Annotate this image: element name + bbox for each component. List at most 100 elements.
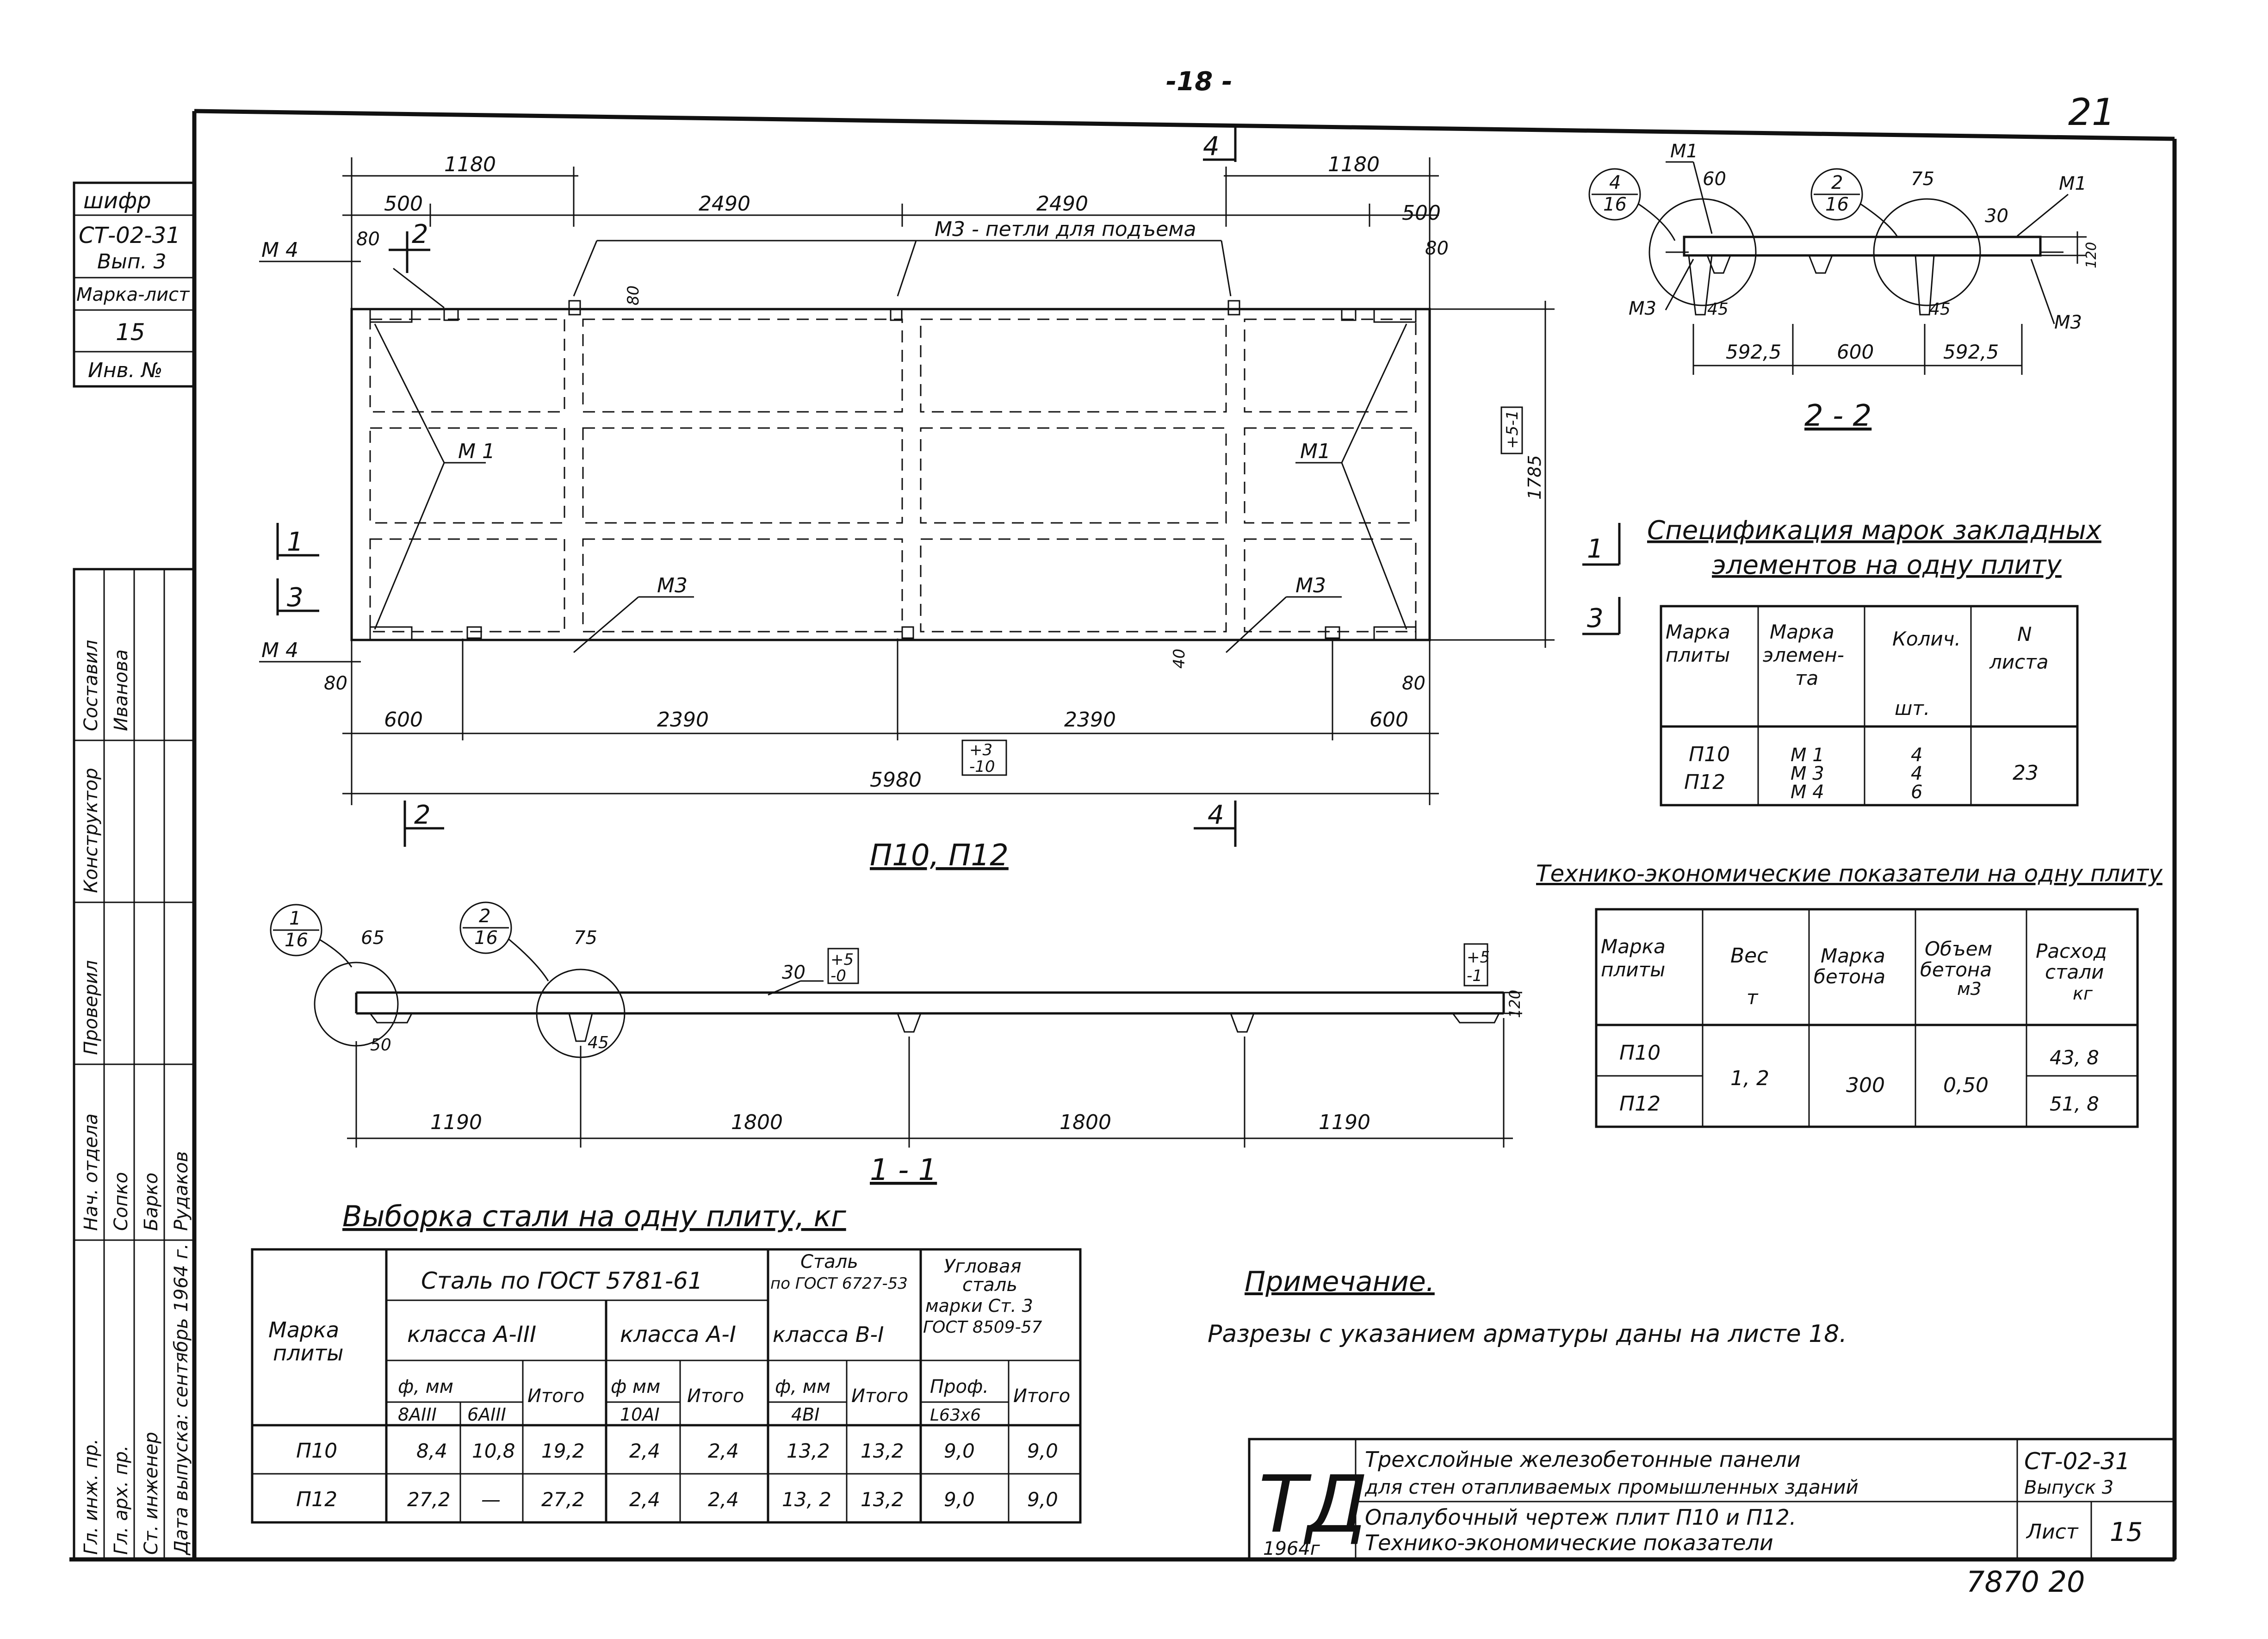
callout-num: 4 [1609, 172, 1621, 193]
steel-sub-dia: Проф. [930, 1376, 989, 1397]
econ-header: Марка [1601, 935, 1666, 958]
callout-den: 16 [285, 930, 308, 951]
econ-cell-plate: П10 [1619, 1041, 1661, 1065]
stamp-name: Иванова [111, 649, 132, 731]
side-stamp: шифр СТ-02-31 Вып. 3 Марка-лист 15 Инв. … [73, 181, 196, 1561]
tb-line: Опалубочный чертеж плит П10 и П12. [1365, 1505, 1796, 1530]
section11-title: 1 - 1 [870, 1153, 937, 1187]
section-cut-label: 1 [287, 527, 304, 557]
econ-header: Расход [2036, 940, 2107, 962]
steel-title: Выборка стали на одну плиту, кг [342, 1199, 846, 1233]
steel-cell: 10,8 [472, 1440, 515, 1462]
section22-bottom-dim: 592,5 [1943, 341, 1999, 363]
marker-m3-right: М3 [1295, 574, 1326, 597]
spec-cell-count: 4 [1911, 745, 1922, 766]
steel-header-plate: Марка [268, 1317, 339, 1342]
spec-cell-elem: М 3 [1791, 763, 1824, 784]
steel-sub-dia: ф мм [611, 1376, 660, 1397]
section22-dim: 30 [1985, 205, 2008, 227]
section11-bottom-dim: 1190 [1319, 1111, 1370, 1134]
marker-m1-left: М 1 [458, 440, 495, 463]
section-cut-label: 3 [1587, 603, 1604, 633]
section22-bottom-dim: 592,5 [1726, 341, 1781, 363]
stamp-role: Нач. отдела [81, 1113, 102, 1231]
econ-table: Технико-экономические показатели на одну… [1536, 860, 2163, 1128]
plan-bottom-offset: 40 [1170, 649, 1189, 669]
section11-bottom-dim: 1800 [731, 1111, 783, 1134]
spec-header: листа [1989, 651, 2048, 673]
stamp-role: Проверил [81, 960, 102, 1055]
spec-title-1: Спецификация марок закладных [1647, 515, 2102, 546]
steel-bar: 4ВI [791, 1404, 819, 1425]
section22-dim: 60 [1703, 168, 1726, 190]
marker-m1-right: М1 [1300, 440, 1331, 463]
econ-cell-plate: П12 [1619, 1092, 1661, 1116]
hook-offset: 80 [624, 286, 643, 305]
section22-label: М3 [2054, 312, 2082, 333]
steel-cell: 2,4 [629, 1440, 660, 1462]
section-cut-label: 4 [1208, 800, 1224, 830]
section22-thickness: 120 [2083, 242, 2100, 268]
marker-m3-left: М3 [657, 574, 688, 597]
plan-dim: 500 [1402, 201, 1441, 225]
section11-dim: 30 [782, 962, 806, 983]
econ-cell-concrete: 300 [1846, 1074, 1885, 1097]
steel-group1: Сталь по ГОСТ 5781-61 [421, 1267, 703, 1294]
econ-header: Объем [1925, 937, 1992, 960]
steel-cell: 2,4 [708, 1440, 739, 1462]
plan-dim: 1180 [444, 153, 496, 176]
td-year: 1964г [1263, 1538, 1320, 1559]
plan-bottom-dim: 2390 [1064, 708, 1116, 732]
steel-cell: 13,2 [787, 1440, 830, 1462]
spec-header: шт. [1895, 697, 1930, 720]
section-cut-label: 2 [414, 800, 431, 830]
econ-header: м3 [1957, 979, 1982, 999]
inv-label: Инв. № [88, 359, 162, 382]
section11-bottom-dim: 1800 [1060, 1111, 1111, 1134]
tb-line: Трехслойные железобетонные панели [1365, 1447, 1801, 1472]
spec-cell-count: 6 [1911, 782, 1922, 803]
callout-num: 2 [1831, 172, 1843, 193]
section11-dim: 75 [574, 927, 597, 949]
steel-group1-sub: класса А-III [407, 1322, 536, 1347]
section22-bottom-dim: 600 [1837, 341, 1874, 363]
steel-cell: 27,2 [407, 1488, 451, 1511]
section-cut-label: 1 [1587, 534, 1604, 564]
econ-header: т [1747, 986, 1759, 1009]
section11-bottom-dim: 1190 [430, 1111, 482, 1134]
note-title: Примечание. [1245, 1266, 1435, 1298]
stamp-role: Конструктор [81, 768, 102, 893]
section22-label: М1 [2059, 173, 2087, 194]
spec-title-2: элементов на одну плиту [1712, 550, 2062, 580]
steel-cell: 9,0 [1027, 1440, 1058, 1462]
spec-cell-plate: П10 [1689, 743, 1730, 766]
steel-cell: 19,2 [541, 1440, 585, 1462]
steel-cell: 13,2 [861, 1488, 904, 1511]
page-number: -18 - [1166, 67, 1233, 97]
spec-header: N [2017, 623, 2032, 646]
section-cut-label: 2 [412, 219, 428, 249]
steel-cell: 9,0 [944, 1440, 975, 1462]
tb-sheet-label: Лист [2026, 1520, 2079, 1544]
steel-cell: — [481, 1488, 501, 1511]
marker-m4-top: М 4 [261, 238, 298, 262]
plan-dim: 2490 [1036, 192, 1088, 216]
econ-header: Вес [1730, 944, 1768, 968]
plan-dim: 1180 [1328, 153, 1380, 176]
section11-dim: 65 [361, 927, 384, 949]
steel-total-header: Итого [527, 1385, 584, 1407]
callout-num: 1 [289, 908, 301, 929]
stamp-role: Составил [81, 640, 102, 731]
steel-row-plate: П12 [296, 1488, 337, 1511]
section22-dim: 45 [1929, 300, 1951, 319]
title-block: ТД 1964г Трехслойные железобетонные пане… [1248, 1438, 2176, 1561]
plan-length-tol-minus: -10 [969, 757, 995, 776]
td-logo: ТД [1258, 1459, 1368, 1551]
section22-title: 2 - 2 [1804, 399, 1871, 433]
plan-edge-dim: 80 [1425, 238, 1449, 259]
plan-length-tol-plus: +3 [969, 741, 992, 759]
spec-cell-elem: М 1 [1791, 745, 1824, 766]
steel-group3: Угловая [944, 1256, 1022, 1277]
plan-dim: 2490 [699, 192, 750, 216]
